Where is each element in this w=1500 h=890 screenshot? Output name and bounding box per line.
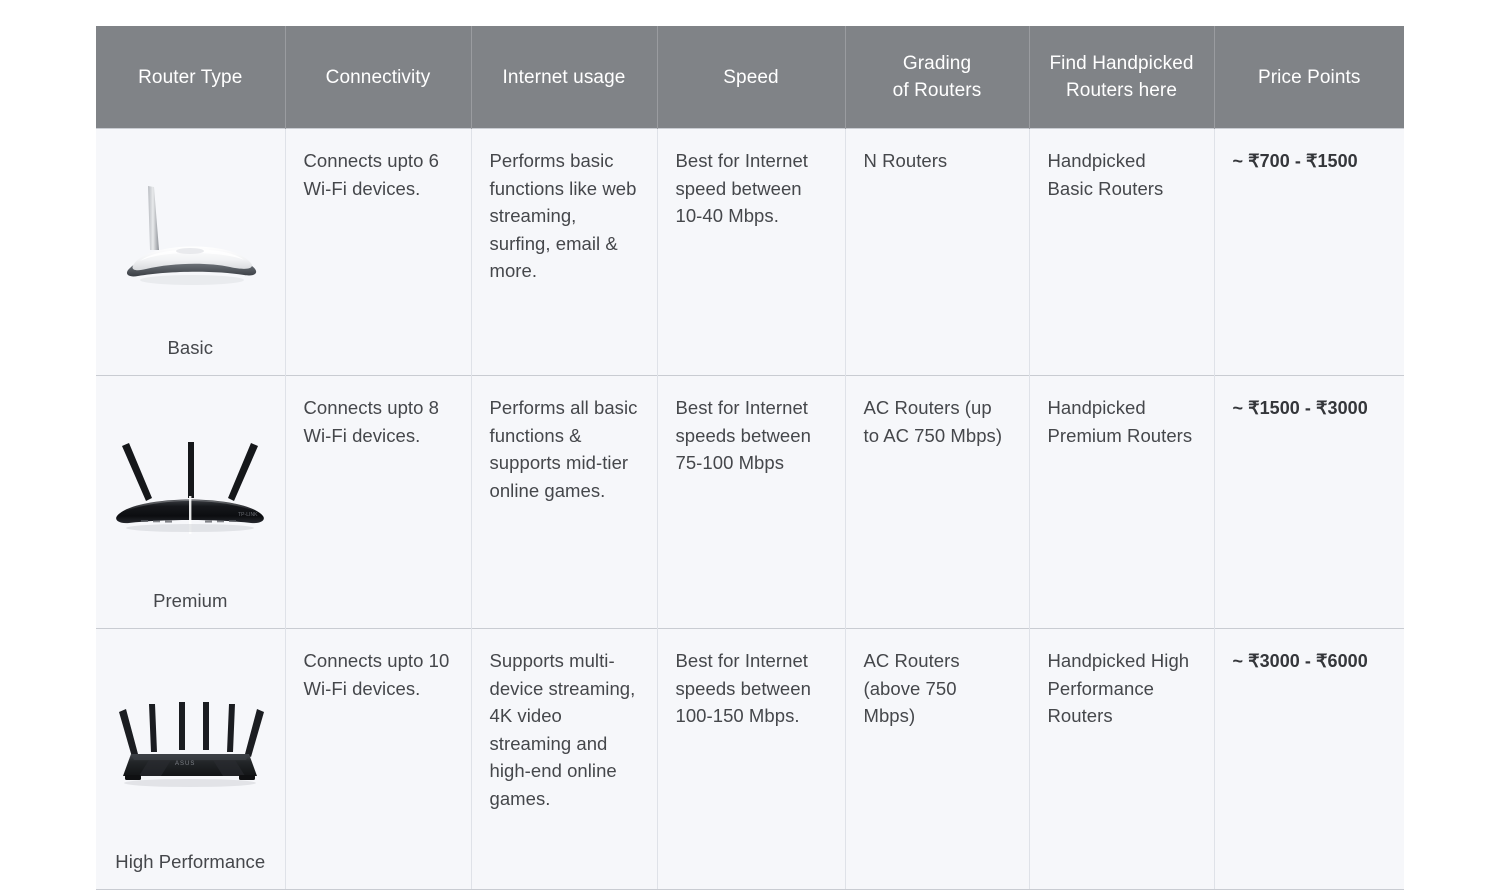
- column-header-speed: Speed: [657, 26, 846, 129]
- cell-price-points-premium: ~ ₹1500 - ₹3000: [1214, 375, 1404, 629]
- table-header: Router Type Connectivity Internet usage …: [96, 26, 1404, 129]
- router-type-label: High Performance: [115, 851, 266, 872]
- column-header-handpicked-line-2: Routers here: [1065, 80, 1178, 101]
- cell-find-handpicked-basic: Handpicked Basic Routers: [1029, 128, 1215, 376]
- column-header-handpicked-line-1: Find Handpicked: [1049, 53, 1194, 74]
- cell-grading-premium: AC Routers (up to AC 750 Mbps): [845, 375, 1030, 629]
- price-value: ~ ₹700 - ₹1500: [1232, 151, 1358, 171]
- column-header-connectivity: Connectivity: [285, 26, 472, 129]
- cell-connectivity-high-performance: Connects upto 10 Wi-Fi devices.: [285, 628, 472, 890]
- column-header-find-handpicked-routers: Find Handpicked Routers here: [1029, 26, 1215, 129]
- cell-speed-high-performance: Best for Internet speeds between 100-150…: [657, 628, 846, 890]
- table-row: Basic Connects upto 6 Wi-Fi devices. Per…: [96, 128, 1404, 376]
- cell-internet-usage-premium: Performs all basic functions & supports …: [471, 375, 658, 629]
- cell-grading-high-performance: AC Routers (above 750 Mbps): [845, 628, 1030, 890]
- price-value: ~ ₹3000 - ₹6000: [1232, 651, 1368, 671]
- cell-connectivity-basic: Connects upto 6 Wi-Fi devices.: [285, 128, 472, 376]
- cell-find-handpicked-high-performance: Handpicked High Performance Routers: [1029, 628, 1215, 890]
- router-comparison-table-wrapper: Router Type Connectivity Internet usage …: [96, 26, 1404, 890]
- cell-speed-basic: Best for Internet speed between 10-40 Mb…: [657, 128, 846, 376]
- cell-price-points-high-performance: ~ ₹3000 - ₹6000: [1214, 628, 1404, 890]
- column-header-price-points: Price Points: [1214, 26, 1404, 129]
- table-row: ASUS High Performance Connects upto 10 W…: [96, 628, 1404, 890]
- page-root: Router Type Connectivity Internet usage …: [96, 26, 1404, 890]
- column-header-router-type: Router Type: [96, 26, 286, 129]
- cell-connectivity-premium: Connects upto 8 Wi-Fi devices.: [285, 375, 472, 629]
- cell-internet-usage-high-performance: Supports multi-device streaming, 4K vide…: [471, 628, 658, 890]
- column-header-grading-line-1: Grading: [902, 53, 972, 74]
- price-value: ~ ₹1500 - ₹3000: [1232, 398, 1368, 418]
- white-single-antenna-router-icon: [102, 139, 279, 333]
- black-three-antenna-router-icon: TP-LINK: [102, 386, 279, 586]
- cell-speed-premium: Best for Internet speeds between 75-100 …: [657, 375, 846, 629]
- cell-internet-usage-basic: Performs basic functions like web stream…: [471, 128, 658, 376]
- black-six-antenna-gaming-router-icon: ASUS: [102, 639, 279, 847]
- cell-router-type-high-performance: ASUS High Performance: [96, 628, 286, 890]
- router-type-label: Premium: [153, 590, 228, 611]
- cell-find-handpicked-premium: Handpicked Premium Routers: [1029, 375, 1215, 629]
- svg-text:ASUS: ASUS: [175, 761, 195, 767]
- cell-grading-basic: N Routers: [845, 128, 1030, 376]
- cell-price-points-basic: ~ ₹700 - ₹1500: [1214, 128, 1404, 376]
- column-header-grading-of-routers: Grading of Routers: [845, 26, 1030, 129]
- router-type-label: Basic: [167, 337, 213, 358]
- table-row: TP-LINK Premium Connects upto 8 Wi-Fi de…: [96, 375, 1404, 629]
- column-header-internet-usage: Internet usage: [471, 26, 658, 129]
- cell-router-type-basic: Basic: [96, 128, 286, 376]
- cell-router-type-premium: TP-LINK Premium: [96, 375, 286, 629]
- table-header-row: Router Type Connectivity Internet usage …: [96, 26, 1404, 129]
- table-body: Basic Connects upto 6 Wi-Fi devices. Per…: [96, 128, 1404, 890]
- router-comparison-table: Router Type Connectivity Internet usage …: [96, 26, 1404, 890]
- svg-text:TP-LINK: TP-LINK: [238, 512, 258, 518]
- column-header-grading-line-2: of Routers: [892, 80, 982, 101]
